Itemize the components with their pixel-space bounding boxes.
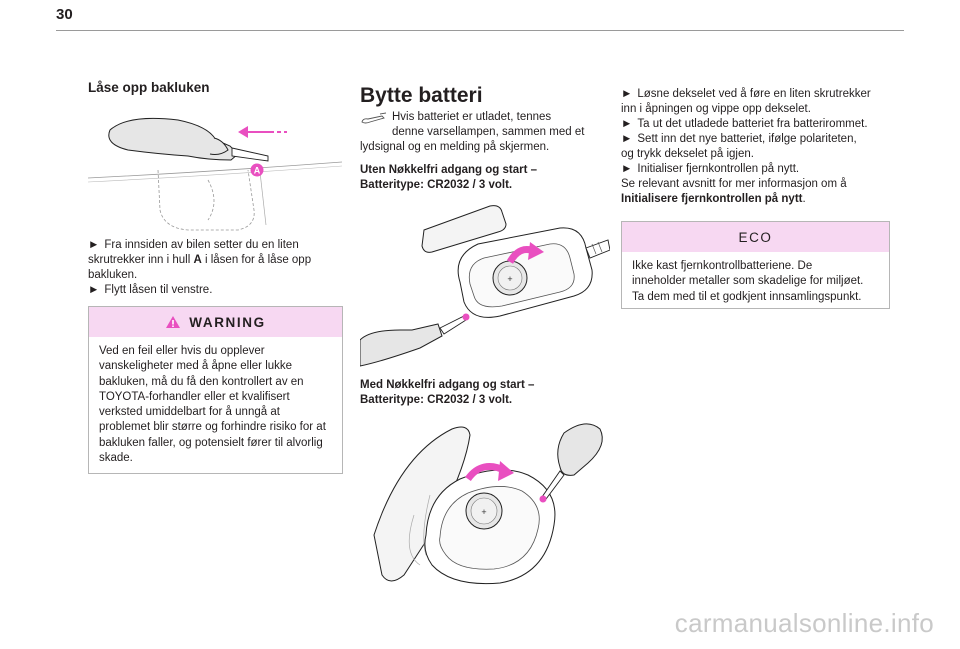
- tailgate-lock-illustration: A: [88, 110, 342, 235]
- arrow-icon: ►: [88, 239, 100, 251]
- battery-intro-line-2: denne varsellampen, sammen med et: [392, 126, 585, 138]
- smart-key-illustration: +: [360, 415, 610, 590]
- arrow-icon: ►: [621, 118, 633, 130]
- instruction-2: ►Flytt låsen til venstre.: [88, 284, 213, 296]
- subheading-without-keyless: Uten Nøkkelfri adgang og start – Batteri…: [360, 164, 538, 191]
- arrow-icon: ►: [621, 133, 633, 145]
- battery-intro-line-3: lydsignal og en melding på skjermen.: [360, 141, 550, 153]
- eco-text: Ikke kast fjernkontrollbatteriene. De in…: [632, 260, 864, 303]
- eco-box: ECO Ikke kast fjernkontrollbatteriene. D…: [621, 221, 890, 309]
- arrow-icon: ►: [621, 88, 633, 100]
- warning-title: WARNING: [189, 314, 266, 330]
- remote-key-illustration: +: [360, 200, 610, 370]
- figure-label-a: A: [254, 166, 261, 176]
- right-steps: ►Løsne dekselet ved å føre en liten skru…: [621, 87, 889, 207]
- left-column: Låse opp bakluken: [88, 80, 342, 95]
- middle-column: Bytte batteri: [360, 84, 608, 108]
- battery-intro-line-1: Hvis batteriet er utladet, tennes: [392, 111, 552, 123]
- battery-intro: Hvis batteriet er utladet, tennes denne …: [360, 110, 608, 155]
- svg-text:+: +: [507, 274, 512, 284]
- arrow-icon: ►: [621, 163, 633, 175]
- watermark: carmanualsonline.info: [674, 608, 934, 638]
- svg-text:+: +: [481, 507, 486, 517]
- warning-triangle-icon: [166, 316, 181, 328]
- reference-note: Se relevant avsnitt for mer informasjon …: [621, 178, 847, 205]
- key-battery-warning-icon: [361, 112, 387, 124]
- left-text: ►Fra innsiden av bilen setter du en lite…: [88, 238, 342, 298]
- step-3: ►Sett inn det nye batteriet, ifølge pola…: [621, 133, 857, 160]
- arrow-icon: ►: [88, 284, 100, 296]
- step-1: ►Løsne dekselet ved å føre en liten skru…: [621, 88, 871, 115]
- step-2: ►Ta ut det utladede batteriet fra batter…: [621, 118, 868, 130]
- subheading-with-keyless: Med Nøkkelfri adgang og start – Batterit…: [360, 379, 535, 406]
- section-heading-tailgate: Låse opp bakluken: [88, 80, 210, 95]
- instruction-1: ►Fra innsiden av bilen setter du en lite…: [88, 239, 312, 281]
- section-heading-battery: Bytte batteri: [360, 84, 483, 107]
- warning-box: WARNING Ved en feil eller hvis du opplev…: [88, 306, 343, 474]
- eco-header: ECO: [622, 222, 889, 252]
- top-rule: [56, 30, 904, 31]
- step-4: ►Initialiser fjernkontrollen på nytt.: [621, 163, 800, 175]
- warning-header: WARNING: [89, 307, 342, 337]
- page-number: 30: [56, 6, 73, 23]
- warning-text: Ved en feil eller hvis du opplever vansk…: [99, 345, 326, 465]
- eco-title: ECO: [738, 229, 773, 245]
